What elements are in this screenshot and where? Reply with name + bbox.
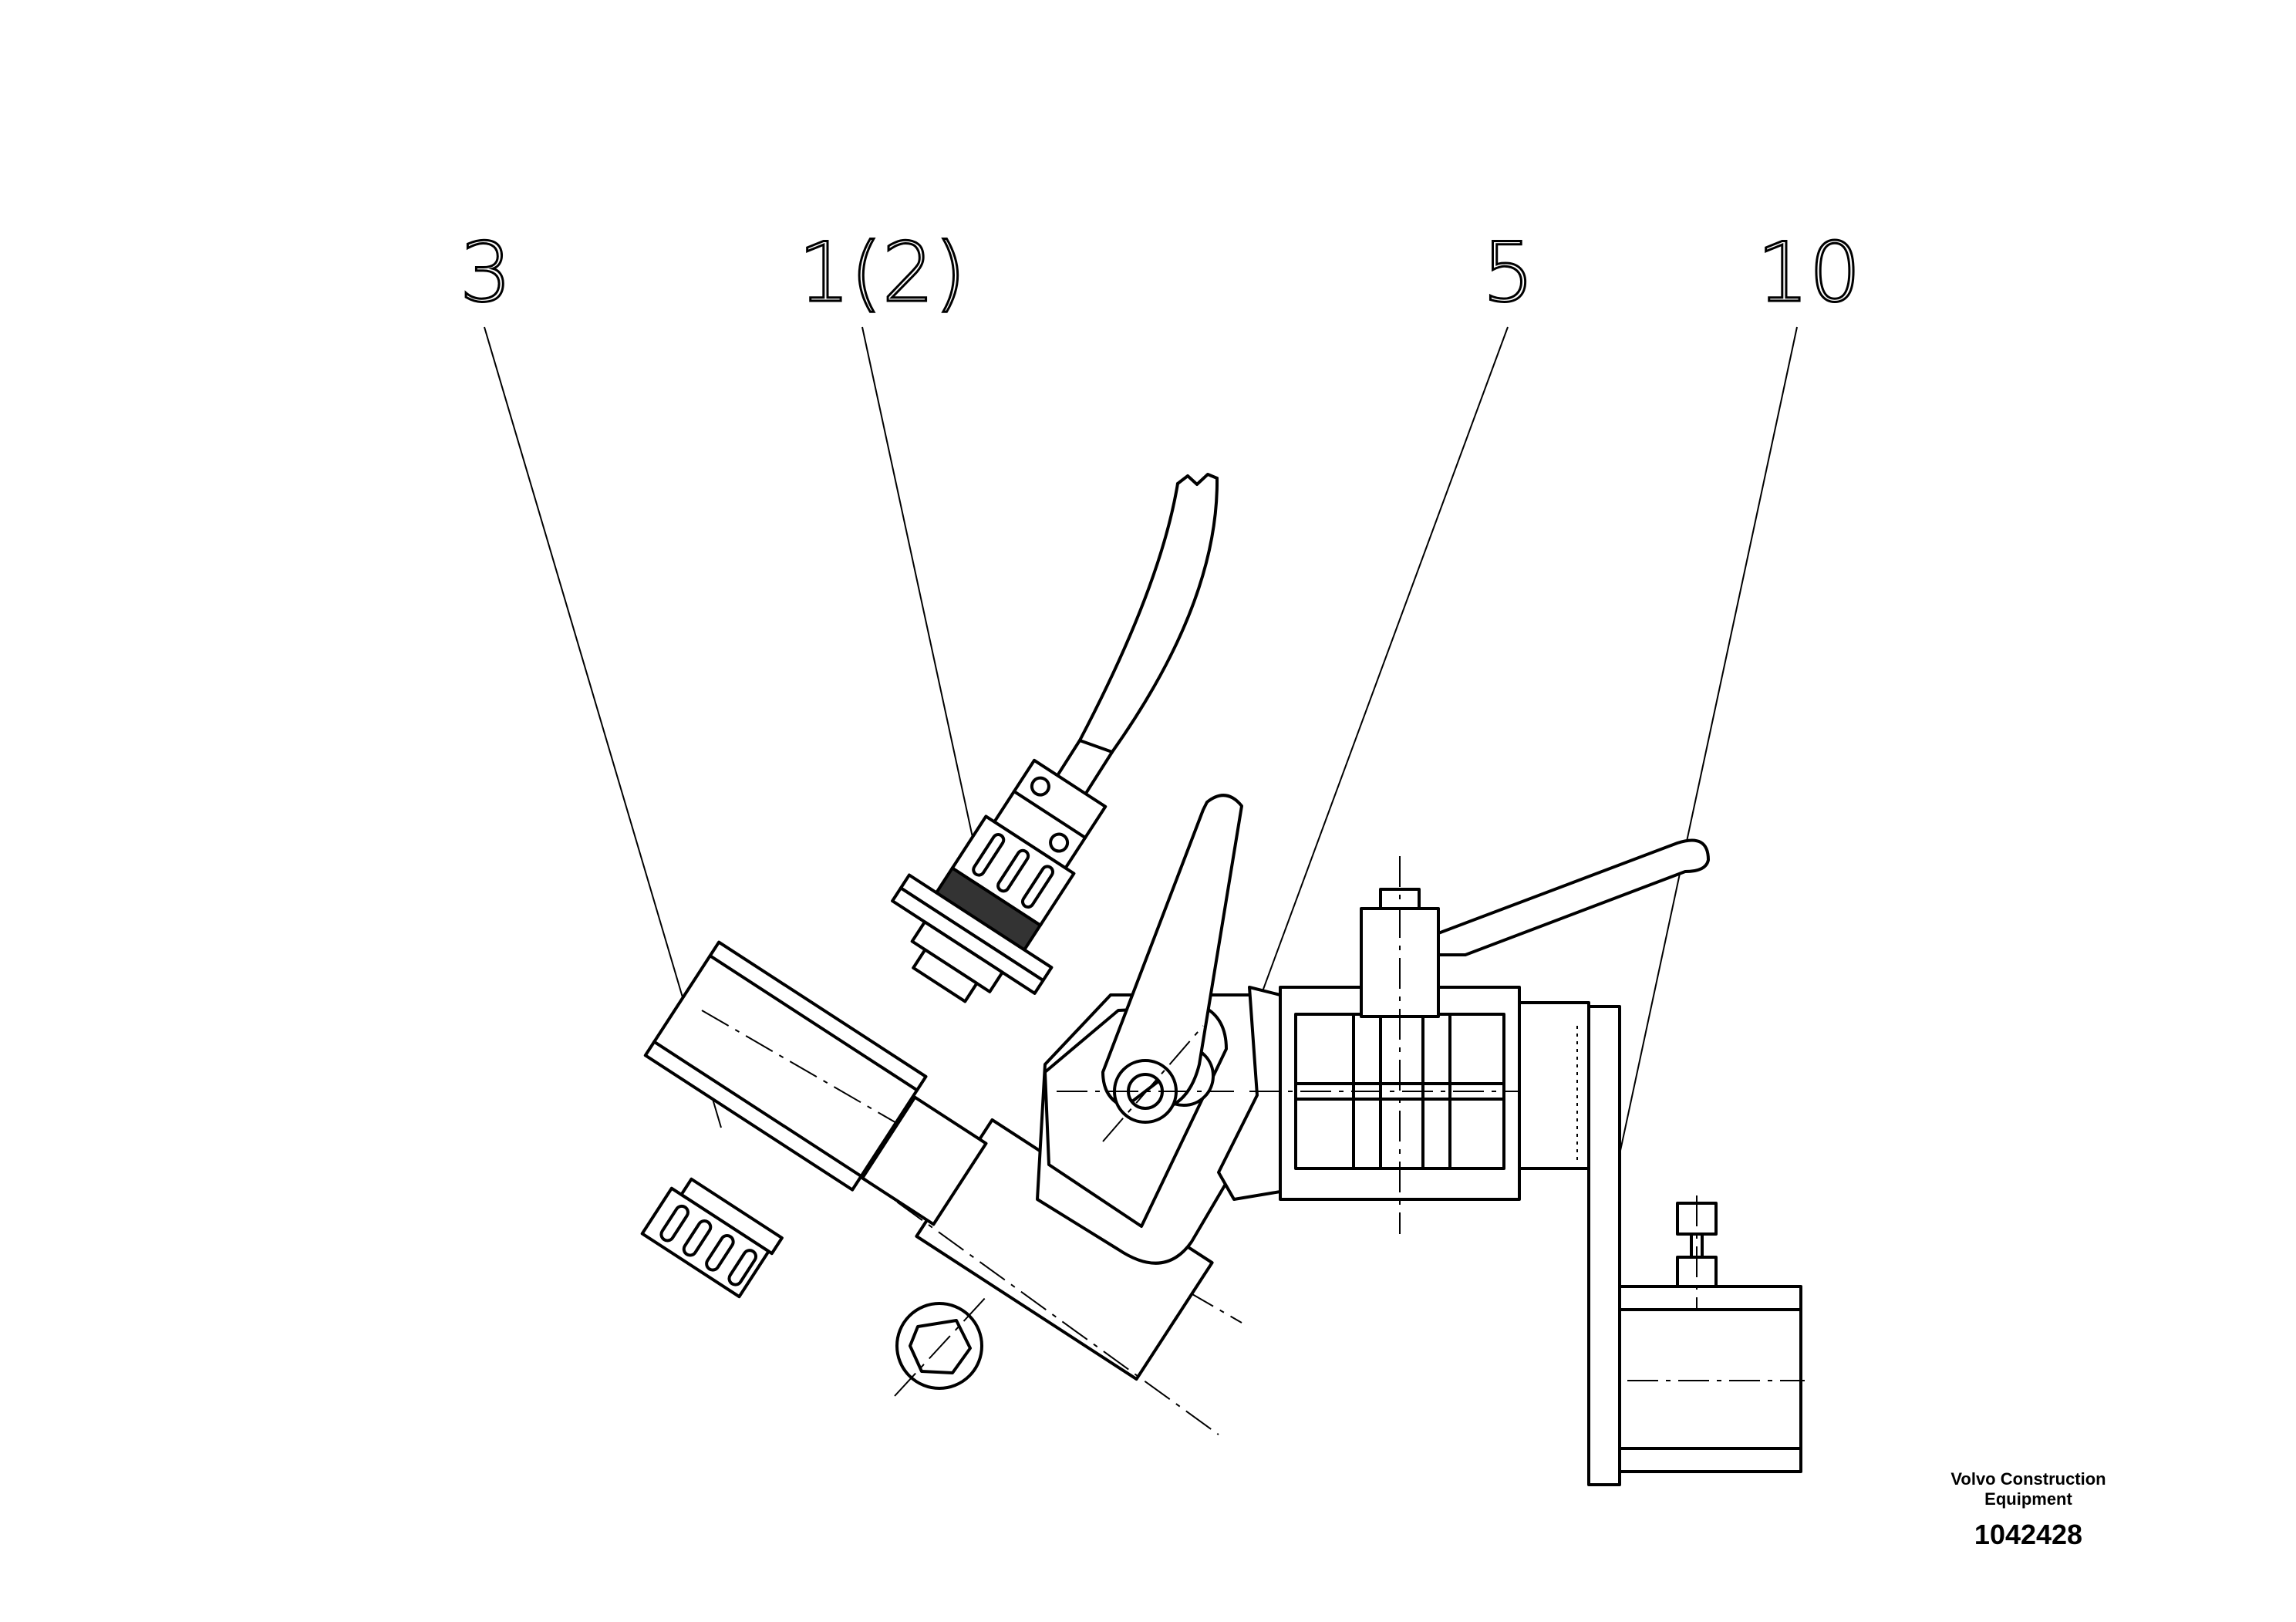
connector-1-2 [891, 758, 1108, 1003]
callout-3: 3 [460, 225, 511, 320]
lever [1101, 794, 1243, 1124]
pipe [1518, 1001, 1590, 1170]
brand-line-2: Equipment [1984, 1489, 2072, 1509]
cable [1037, 473, 1219, 819]
lower-fitting [1618, 1195, 1805, 1473]
valve-block [1279, 838, 1710, 1201]
leader-10 [1597, 326, 1798, 1256]
knurled-nut [640, 1177, 784, 1299]
sensor-body-3 [643, 940, 928, 1192]
callout-5: 5 [1482, 225, 1534, 320]
leader-1-2 [861, 326, 974, 841]
lever-centerline-d [1102, 1025, 1204, 1142]
leader-5 [1253, 326, 1509, 1015]
callout-10: 10 [1757, 225, 1861, 320]
leader-3 [484, 326, 722, 1128]
drawing-caption: Volvo Construction Equipment 1042428 [1882, 1469, 2175, 1553]
leader-lines [484, 326, 1798, 1256]
mounting-plate-10 [1576, 1005, 1627, 1486]
brand-line-1: Volvo Construction [1950, 1469, 2106, 1489]
drawing-number: 1042428 [1974, 1519, 2083, 1550]
callout-1-2: 1(2) [798, 225, 966, 320]
